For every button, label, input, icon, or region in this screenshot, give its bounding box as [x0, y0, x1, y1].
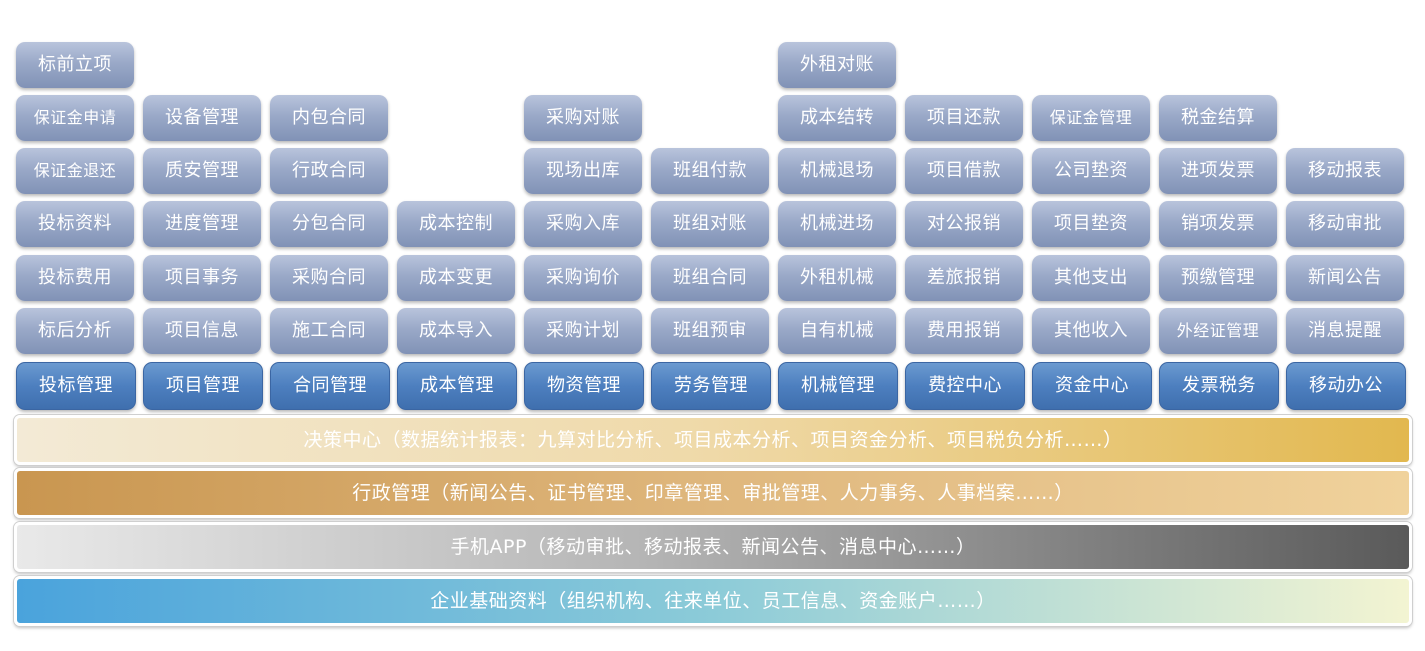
function-button[interactable]: 项目还款 — [905, 95, 1023, 141]
function-button[interactable]: 采购询价 — [524, 255, 642, 301]
function-button[interactable]: 进度管理 — [143, 201, 261, 247]
module-button[interactable]: 机械管理 — [778, 362, 898, 410]
function-button[interactable]: 项目垫资 — [1032, 201, 1150, 247]
function-button[interactable]: 销项发票 — [1159, 201, 1277, 247]
function-button[interactable]: 项目借款 — [905, 148, 1023, 194]
function-button[interactable]: 税金结算 — [1159, 95, 1277, 141]
function-button[interactable]: 移动报表 — [1286, 148, 1404, 194]
function-button[interactable]: 外租机械 — [778, 255, 896, 301]
module-column: 成本管理 成本导入 成本变更 成本控制 — [397, 0, 517, 420]
function-button[interactable]: 分包合同 — [270, 201, 388, 247]
module-column: 投标管理 标后分析 投标费用 投标资料 保证金退还 保证金申请 标前立项 — [16, 0, 136, 420]
function-button[interactable]: 标前立项 — [16, 42, 134, 88]
module-column: 机械管理 自有机械 外租机械 机械进场 机械退场 成本结转 外租对账 — [778, 0, 898, 420]
function-button[interactable]: 现场出库 — [524, 148, 642, 194]
module-button[interactable]: 移动办公 — [1286, 362, 1406, 410]
function-button[interactable]: 采购合同 — [270, 255, 388, 301]
mobile-app-label: 手机APP（移动审批、移动报表、新闻公告、消息中心……） — [450, 536, 976, 558]
function-button[interactable]: 费用报销 — [905, 308, 1023, 354]
function-button[interactable]: 成本结转 — [778, 95, 896, 141]
function-button[interactable]: 差旅报销 — [905, 255, 1023, 301]
function-button[interactable]: 投标费用 — [16, 255, 134, 301]
function-button[interactable]: 采购对账 — [524, 95, 642, 141]
function-button[interactable]: 采购计划 — [524, 308, 642, 354]
function-button[interactable]: 保证金退还 — [16, 148, 134, 194]
module-column: 费控中心 费用报销 差旅报销 对公报销 项目借款 项目还款 — [905, 0, 1025, 420]
module-column: 合同管理 施工合同 采购合同 分包合同 行政合同 内包合同 — [270, 0, 390, 420]
decision-center-label: 决策中心（数据统计报表：九算对比分析、项目成本分析、项目资金分析、项目税负分析…… — [303, 429, 1123, 451]
enterprise-base-data-band: 企业基础资料（组织机构、往来单位、员工信息、资金账户……） — [14, 576, 1412, 626]
module-button[interactable]: 费控中心 — [905, 362, 1025, 410]
function-button[interactable]: 自有机械 — [778, 308, 896, 354]
function-button[interactable]: 保证金申请 — [16, 95, 134, 141]
module-button[interactable]: 发票税务 — [1159, 362, 1279, 410]
module-column: 物资管理 采购计划 采购询价 采购入库 现场出库 采购对账 — [524, 0, 644, 420]
module-column: 资金中心 其他收入 其他支出 项目垫资 公司垫资 保证金管理 — [1032, 0, 1152, 420]
function-button[interactable]: 内包合同 — [270, 95, 388, 141]
function-button[interactable]: 新闻公告 — [1286, 255, 1404, 301]
function-button[interactable]: 质安管理 — [143, 148, 261, 194]
function-button[interactable]: 班组付款 — [651, 148, 769, 194]
function-button[interactable]: 成本变更 — [397, 255, 515, 301]
function-button[interactable]: 其他收入 — [1032, 308, 1150, 354]
module-button[interactable]: 合同管理 — [270, 362, 390, 410]
module-button[interactable]: 项目管理 — [143, 362, 263, 410]
module-button[interactable]: 劳务管理 — [651, 362, 771, 410]
enterprise-base-data-label: 企业基础资料（组织机构、往来单位、员工信息、资金账户……） — [430, 590, 996, 612]
function-button[interactable]: 成本导入 — [397, 308, 515, 354]
mobile-app-band: 手机APP（移动审批、移动报表、新闻公告、消息中心……） — [14, 522, 1412, 572]
function-button[interactable]: 预缴管理 — [1159, 255, 1277, 301]
decision-center-band: 决策中心（数据统计报表：九算对比分析、项目成本分析、项目资金分析、项目税负分析…… — [14, 415, 1412, 465]
module-button[interactable]: 投标管理 — [16, 362, 136, 410]
function-button[interactable]: 外租对账 — [778, 42, 896, 88]
function-button[interactable]: 施工合同 — [270, 308, 388, 354]
function-button[interactable]: 进项发票 — [1159, 148, 1277, 194]
function-button[interactable]: 班组合同 — [651, 255, 769, 301]
module-column: 项目管理 项目信息 项目事务 进度管理 质安管理 设备管理 — [143, 0, 263, 420]
admin-management-label: 行政管理（新闻公告、证书管理、印章管理、审批管理、人力事务、人事档案……） — [352, 482, 1074, 504]
module-button[interactable]: 物资管理 — [524, 362, 644, 410]
function-button[interactable]: 其他支出 — [1032, 255, 1150, 301]
function-button[interactable]: 保证金管理 — [1032, 95, 1150, 141]
function-button[interactable]: 机械退场 — [778, 148, 896, 194]
module-column: 移动办公 消息提醒 新闻公告 移动审批 移动报表 — [1286, 0, 1406, 420]
function-button[interactable]: 公司垫资 — [1032, 148, 1150, 194]
function-button[interactable]: 班组预审 — [651, 308, 769, 354]
function-button[interactable]: 移动审批 — [1286, 201, 1404, 247]
module-button[interactable]: 成本管理 — [397, 362, 517, 410]
module-button[interactable]: 资金中心 — [1032, 362, 1152, 410]
function-button[interactable]: 行政合同 — [270, 148, 388, 194]
function-button[interactable]: 机械进场 — [778, 201, 896, 247]
function-button[interactable]: 消息提醒 — [1286, 308, 1404, 354]
function-button[interactable]: 投标资料 — [16, 201, 134, 247]
function-button[interactable]: 项目事务 — [143, 255, 261, 301]
function-button[interactable]: 成本控制 — [397, 201, 515, 247]
function-button[interactable]: 对公报销 — [905, 201, 1023, 247]
function-button[interactable]: 设备管理 — [143, 95, 261, 141]
function-button[interactable]: 采购入库 — [524, 201, 642, 247]
module-grid: 投标管理标后分析投标费用投标资料保证金退还保证金申请标前立项项目管理项目信息项目… — [16, 0, 1406, 420]
module-column: 发票税务 外经证管理 预缴管理 销项发票 进项发票 税金结算 — [1159, 0, 1279, 420]
module-column: 劳务管理 班组预审 班组合同 班组对账 班组付款 — [651, 0, 771, 420]
function-button[interactable]: 班组对账 — [651, 201, 769, 247]
function-button[interactable]: 外经证管理 — [1159, 308, 1277, 354]
function-button[interactable]: 标后分析 — [16, 308, 134, 354]
admin-management-band: 行政管理（新闻公告、证书管理、印章管理、审批管理、人力事务、人事档案……） — [14, 468, 1412, 518]
function-button[interactable]: 项目信息 — [143, 308, 261, 354]
